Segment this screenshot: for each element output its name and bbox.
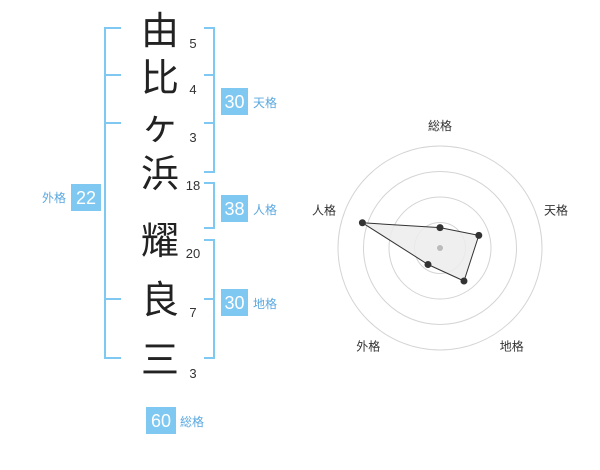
tenkaku-value: 30 (224, 92, 244, 112)
right-ticks (204, 74, 214, 300)
name-char-3: ヶ (141, 104, 179, 148)
chikaku-value: 30 (224, 293, 244, 313)
soukaku-value: 60 (151, 411, 171, 431)
gaikaku-box (71, 184, 101, 211)
jinkaku-box (221, 195, 248, 222)
gaikaku-ticks (105, 74, 121, 300)
soukaku-label: 総格 (180, 414, 204, 429)
radar-point (475, 231, 483, 239)
radar-polygon-group (362, 222, 480, 282)
tenkaku-box (221, 88, 248, 115)
stroke-count-6: 7 (189, 305, 196, 320)
radar-axis-label: 総格 (428, 118, 452, 133)
radar-axis-label: 外格 (356, 339, 380, 354)
radar-axis-label: 地格 (500, 339, 524, 354)
chikaku-label: 地格 (253, 296, 277, 311)
jinkaku-bracket (204, 182, 215, 229)
radar-axis-label: 天格 (544, 202, 568, 217)
name-char-1: 由 (141, 9, 179, 53)
name-char-7: 三 (141, 338, 179, 382)
name-char-4: 浜 (141, 152, 179, 196)
radar-ring (337, 145, 543, 351)
radar-points (358, 219, 483, 285)
radar-point (358, 219, 366, 227)
tenkaku-bracket (204, 27, 215, 173)
radar-ring (363, 171, 517, 325)
tenkaku-label: 天格 (253, 95, 277, 110)
stroke-count-7: 3 (189, 366, 196, 381)
name-char-2: 比 (141, 56, 179, 100)
stroke-count-3: 3 (189, 130, 196, 145)
gaikaku-bracket (104, 27, 121, 359)
radar-point (460, 277, 468, 285)
stroke-count-4: 18 (186, 178, 200, 193)
radar-ring (388, 196, 492, 300)
radar-polygon (362, 222, 480, 282)
chikaku-box (221, 289, 248, 316)
radar-point (424, 261, 432, 269)
soukaku-box (146, 407, 176, 434)
stroke-count-5: 20 (186, 246, 200, 261)
name-char-6: 良 (141, 278, 179, 322)
jinkaku-label: 人格 (253, 202, 277, 217)
gaikaku-value: 22 (76, 188, 96, 208)
stroke-count-1: 5 (189, 36, 196, 51)
stroke-count-2: 4 (189, 82, 196, 97)
radar-axis-label: 人格 (312, 202, 336, 217)
jinkaku-value: 38 (224, 199, 244, 219)
radar-point (436, 224, 444, 232)
name-char-5: 耀 (141, 219, 179, 263)
gaikaku-label: 外格 (42, 190, 66, 205)
radar-center-dot (437, 245, 443, 251)
